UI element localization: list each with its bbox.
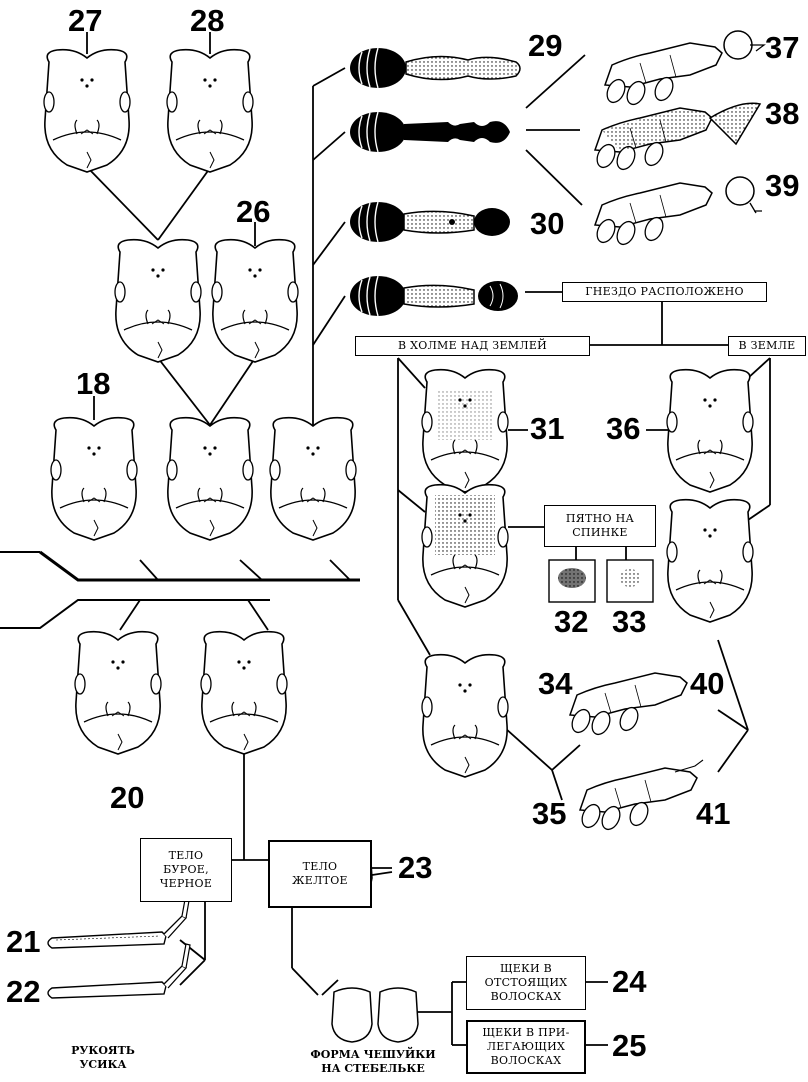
label-30: 30 (530, 208, 564, 239)
thorax-41 (579, 760, 703, 832)
label-23: 23 (398, 852, 432, 883)
head-center (167, 418, 253, 540)
thorax-37 (604, 31, 764, 107)
head-merged-left (115, 240, 201, 362)
box-nest-ground: В ЗЕМЛЕ (728, 336, 806, 356)
ant-30 (350, 202, 510, 242)
box-nest-mound: В ХОЛМЕ НАД ЗЕМЛЕЙ (355, 336, 590, 356)
spot-sample-33 (607, 560, 653, 602)
label-33: 33 (612, 606, 646, 637)
antenna-22 (48, 944, 190, 998)
label-20: 20 (110, 782, 144, 813)
label-21: 21 (6, 926, 40, 957)
box-nest-location: ГНЕЗДО РАСПОЛОЖЕНО (562, 282, 767, 302)
scale-left (332, 988, 372, 1042)
label-35: 35 (532, 798, 566, 829)
head-18 (51, 418, 137, 540)
thorax-38 (594, 103, 760, 172)
scale-right (378, 988, 418, 1042)
label-40: 40 (690, 668, 724, 699)
label-29: 29 (528, 30, 562, 61)
label-39: 39 (765, 170, 799, 201)
box-cheeks-adjacent-hairs: ЩЕКИ В ПРИ- ЛЕГАЮЩИХ ВОЛОСКАХ (466, 1020, 586, 1074)
thorax-40 (569, 673, 687, 737)
head-34 (422, 655, 508, 777)
thorax-39 (594, 177, 762, 247)
label-31: 31 (530, 413, 564, 444)
label-22: 22 (6, 976, 40, 1007)
ant-29 (350, 48, 520, 88)
label-36: 36 (606, 413, 640, 444)
box-cheeks-standing-hairs: ЩЕКИ В ОТСТОЯЩИХ ВОЛОСКАХ (466, 956, 586, 1010)
head-spotted (422, 485, 508, 607)
label-34: 34 (538, 668, 572, 699)
label-38: 38 (765, 98, 799, 129)
head-31 (422, 370, 508, 492)
antenna-21 (48, 894, 190, 948)
label-18: 18 (76, 368, 110, 399)
head-26 (212, 240, 298, 362)
head-ground-lower (667, 500, 753, 622)
label-32: 32 (554, 606, 588, 637)
label-25: 25 (612, 1030, 646, 1061)
box-spot-on-back: ПЯТНО НА СПИНКЕ (544, 505, 656, 547)
head-20-right (201, 632, 287, 754)
head-36 (667, 370, 753, 492)
label-28: 28 (190, 5, 224, 36)
box-body-yellow: ТЕЛО ЖЕЛТОЕ (268, 840, 372, 908)
ant-nest (350, 276, 518, 316)
label-24: 24 (612, 966, 646, 997)
caption-petiole-scale-shape: ФОРМА ЧЕШУЙКИ НА СТЕБЕЛЬКЕ (298, 1048, 448, 1076)
box-body-brown-black: ТЕЛО БУРОЕ, ЧЕРНОЕ (140, 838, 232, 902)
head-20-left (75, 632, 161, 754)
caption-antenna-scape: РУКОЯТЬ УСИКА (48, 1044, 158, 1072)
label-41: 41 (696, 798, 730, 829)
label-37: 37 (765, 32, 799, 63)
label-26: 26 (236, 196, 270, 227)
label-27: 27 (68, 5, 102, 36)
head-28 (167, 50, 253, 172)
head-right-trunk (270, 418, 356, 540)
spot-sample-32 (549, 560, 595, 602)
ant-black-middle (350, 112, 510, 152)
head-27 (44, 50, 130, 172)
